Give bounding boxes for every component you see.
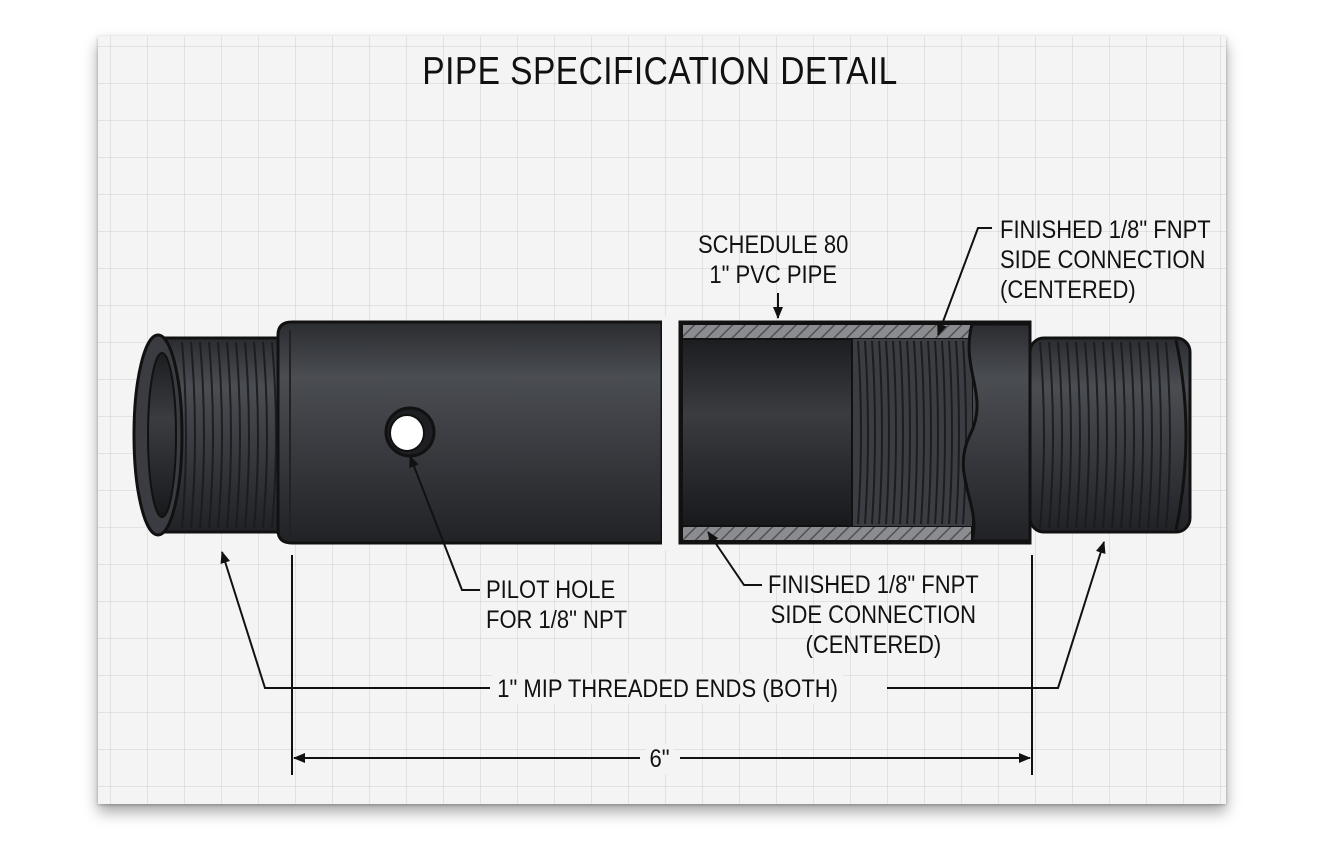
thread-ridge — [1129, 341, 1135, 529]
thread-ridge — [913, 340, 918, 525]
thread-ridge — [1156, 341, 1162, 529]
thread-ridge — [262, 341, 268, 529]
leader-threaded-end-left — [220, 551, 490, 689]
callout-pipe-material: SCHEDULE 80 1" PVC PIPE — [698, 231, 849, 289]
thread-ridge — [1066, 341, 1072, 529]
thread-ridge — [226, 341, 232, 529]
pilot-hole — [384, 406, 436, 458]
thread-ridge — [878, 340, 883, 525]
callout-pilot-hole: PILOT HOLE FOR 1/8" NPT — [486, 576, 628, 634]
thread-ridge — [244, 341, 250, 529]
leader-pilot-hole — [409, 455, 480, 591]
thread-ridge — [857, 340, 862, 525]
left-pipe-body — [276, 320, 664, 545]
thread-ridge — [1165, 341, 1171, 529]
thread-ridge — [871, 340, 876, 525]
thread-ridge — [217, 341, 223, 529]
thread-ridge — [906, 340, 911, 525]
thread-ridge — [934, 340, 939, 525]
callout-threaded-ends: 1" MIP THREADED ENDS (BOTH) — [492, 674, 844, 704]
leader-lines — [220, 227, 1106, 775]
thread-ridge — [948, 340, 953, 525]
right-pipe-section — [678, 320, 1032, 545]
thread-ridge — [1102, 341, 1108, 529]
thread-ridge — [962, 340, 967, 525]
thread-ridge — [885, 340, 890, 525]
break-gap — [662, 316, 680, 550]
thread-ridge — [253, 341, 259, 529]
thread-ridge — [955, 340, 960, 525]
thread-ridge — [1084, 341, 1090, 529]
callout-side-connection-bottom: FINISHED 1/8" FNPT SIDE CONNECTION (CENT… — [768, 571, 979, 659]
left-threaded-end — [132, 333, 304, 537]
callout-side-connection-top: FINISHED 1/8" FNPT SIDE CONNECTION (CENT… — [1000, 216, 1211, 304]
thread-ridge — [1048, 341, 1054, 529]
wall-hatch-top — [681, 323, 973, 340]
dimension-length-label: 6" — [646, 744, 674, 774]
thread-ridge — [208, 341, 214, 529]
thread-ridge — [864, 340, 869, 525]
thread-ridge — [899, 340, 904, 525]
leader-side-connection-bottom — [707, 531, 762, 586]
thread-ridge — [1147, 341, 1153, 529]
right-threaded-end — [1028, 336, 1192, 534]
wall-hatch-bottom — [681, 525, 973, 542]
thread-ridge — [1138, 341, 1144, 529]
internal-threads — [851, 339, 972, 526]
thread-ridge — [199, 341, 205, 529]
leader-side-connection-top — [937, 227, 992, 336]
thread-ridge — [1093, 341, 1099, 529]
thread-ridge — [1120, 341, 1126, 529]
thread-ridge — [927, 340, 932, 525]
thread-ridge — [181, 341, 187, 529]
cutaway-edge — [961, 322, 1032, 543]
diagram-title: PIPE SPECIFICATION DETAIL — [422, 50, 898, 93]
thread-ridge — [190, 341, 196, 529]
thread-ridge — [1075, 341, 1081, 529]
thread-ridge — [892, 340, 897, 525]
thread-ridge — [1039, 341, 1045, 529]
thread-ridge — [235, 341, 241, 529]
thread-ridge — [941, 340, 946, 525]
thread-ridge — [1111, 341, 1117, 529]
leader-threaded-end-right — [887, 541, 1106, 689]
thread-ridge — [1057, 341, 1063, 529]
thread-ridge — [271, 341, 277, 529]
thread-ridge — [920, 340, 925, 525]
